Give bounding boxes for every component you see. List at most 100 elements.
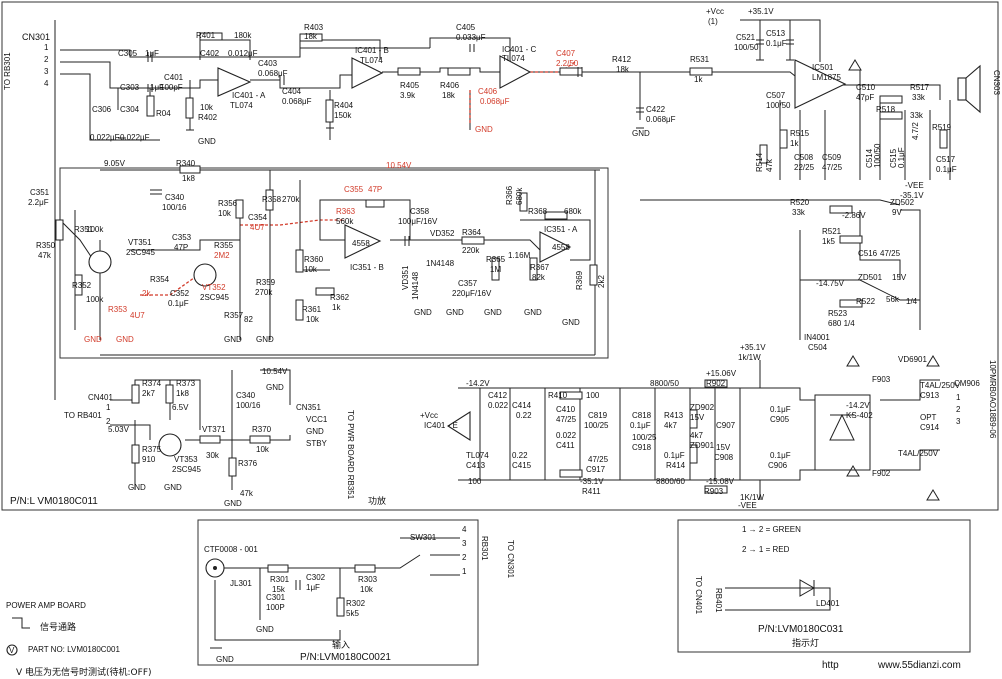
label-c404: C404 — [282, 87, 302, 96]
svg-text:-35.1V: -35.1V — [900, 191, 924, 200]
svg-text:0.1μF: 0.1μF — [168, 299, 189, 308]
svg-text:1: 1 — [462, 567, 467, 576]
svg-text:www.55dianzi.com: www.55dianzi.com — [877, 660, 961, 671]
ic401-a-opamp — [217, 67, 252, 97]
svg-text:VCC1: VCC1 — [306, 415, 328, 424]
svg-text:47/25: 47/25 — [822, 163, 843, 172]
psu-wires — [458, 360, 940, 500]
svg-text:47/25: 47/25 — [880, 249, 901, 258]
legend-green: 1 → 2 = GREEN — [742, 525, 801, 534]
svg-text:R356: R356 — [218, 199, 238, 208]
svg-text:10k: 10k — [306, 315, 320, 324]
svg-text:F902: F902 — [872, 469, 891, 478]
svg-text:(1): (1) — [708, 17, 718, 26]
svg-text:22/25: 22/25 — [794, 163, 815, 172]
svg-text:R414: R414 — [666, 461, 686, 470]
main-title: 功放 — [368, 495, 386, 507]
svg-text:100/50: 100/50 — [734, 43, 759, 52]
svg-text:C513: C513 — [766, 29, 786, 38]
svg-text:2k: 2k — [142, 289, 151, 298]
svg-text:+35.1V: +35.1V — [748, 7, 774, 16]
ic351-a-opamp — [539, 231, 572, 263]
svg-text:C412: C412 — [488, 391, 508, 400]
label-c422: C422 — [646, 105, 666, 114]
label-r404: R404 — [334, 101, 354, 110]
input-board-outline — [197, 519, 479, 666]
svg-text:GND: GND — [116, 335, 134, 344]
svg-text:680 1/4: 680 1/4 — [828, 319, 855, 328]
svg-text:4U7: 4U7 — [250, 223, 265, 232]
cn401-led-to: TO CN401 — [694, 576, 703, 615]
led-pn: P/N:LVM0180C031 — [758, 624, 844, 635]
label-r405-val: 3.9k — [400, 91, 416, 100]
svg-text:GND: GND — [414, 308, 432, 317]
legend-red: 2 → 1 = RED — [742, 545, 790, 554]
svg-text:2: 2 — [462, 553, 467, 562]
svg-text:100k: 100k — [86, 295, 104, 304]
svg-text:GND: GND — [484, 308, 502, 317]
svg-text:R355: R355 — [214, 241, 234, 250]
rb301-label: RB301 — [480, 536, 489, 561]
svg-text:C914: C914 — [920, 423, 940, 432]
svg-text:47k: 47k — [38, 251, 52, 260]
svg-text:10k: 10k — [360, 585, 374, 594]
cm906-connector[interactable]: CM906 10PMRB0AO18B9-06 1 2 3 — [954, 360, 997, 439]
svg-text:C818: C818 — [632, 411, 652, 420]
svg-text:8800/50: 8800/50 — [650, 379, 679, 388]
svg-text:1k5: 1k5 — [822, 237, 835, 246]
label-c303: C303 — [120, 83, 140, 92]
ic401-b-opamp — [351, 57, 384, 89]
legend-partno: PART NO: LVM0180C001 — [28, 645, 120, 654]
label-r403: R403 — [304, 23, 324, 32]
svg-text:ZD902: ZD902 — [690, 403, 715, 412]
svg-text:2SC945: 2SC945 — [172, 465, 201, 474]
svg-text:http: http — [822, 660, 839, 671]
main-board-footer: P/N:L VM0180C011 功放 — [10, 495, 386, 507]
label-r401: R401 — [196, 31, 216, 40]
svg-text:C410: C410 — [556, 405, 576, 414]
rb301-connector[interactable]: RB301 TO CN301 4 3 2 1 — [462, 525, 515, 579]
svg-text:100: 100 — [468, 477, 482, 486]
svg-text:GND: GND — [446, 308, 464, 317]
svg-text:R514: R514 — [755, 152, 764, 172]
svg-text:680k: 680k — [564, 207, 582, 216]
cn351-connector[interactable]: CN351 VCC1 GND STBY TO PWR BOARD RB351 — [296, 403, 355, 500]
svg-text:SW301: SW301 — [410, 533, 437, 542]
svg-text:C514: C514 — [865, 148, 874, 168]
svg-text:C510: C510 — [856, 83, 876, 92]
svg-text:4558: 4558 — [552, 243, 570, 252]
svg-text:F903: F903 — [872, 375, 891, 384]
svg-text:KS-402: KS-402 — [846, 411, 873, 420]
cn301-label: CN301 — [22, 32, 50, 42]
svg-text:IC351 - A: IC351 - A — [544, 225, 578, 234]
svg-text:R361: R361 — [302, 305, 322, 314]
cn301-pin-4: 4 — [44, 79, 49, 88]
svg-text:0.1μF: 0.1μF — [664, 451, 685, 460]
label-c305: C305 — [118, 49, 138, 58]
svg-text:C352: C352 — [170, 289, 190, 298]
label-ic401a: IC401 - A — [232, 91, 266, 100]
cn401-connector[interactable]: CN401 TO RB401 1 2 — [64, 393, 113, 426]
svg-text:0.1μF: 0.1μF — [936, 165, 957, 174]
svg-text:47/25: 47/25 — [556, 415, 577, 424]
svg-text:IC351 - B: IC351 - B — [350, 263, 384, 272]
watermark: http www.55dianzi.com — [822, 660, 961, 671]
svg-text:1N4148: 1N4148 — [426, 259, 455, 268]
cn401-label: CN401 — [88, 393, 113, 402]
svg-text:VD352: VD352 — [430, 229, 455, 238]
svg-text:C517: C517 — [936, 155, 956, 164]
svg-text:C918: C918 — [632, 443, 652, 452]
svg-text:GND: GND — [128, 483, 146, 492]
svg-text:2k7: 2k7 — [142, 389, 155, 398]
label-c306-val: 0.022μF — [90, 133, 120, 142]
standby-labels: 10.54V C340 100/16 R374 2k7 R373 1k8 6.5… — [108, 367, 288, 508]
cn301-connector[interactable]: CN301 TO RB301 1 2 3 4 — [3, 32, 50, 90]
svg-text:47pF: 47pF — [856, 93, 874, 102]
svg-text:2: 2 — [106, 417, 111, 426]
svg-text:100/25: 100/25 — [632, 433, 657, 442]
svg-text:GND: GND — [306, 427, 324, 436]
cm906-label: CM906 — [954, 379, 980, 388]
svg-text:C354: C354 — [248, 213, 268, 222]
